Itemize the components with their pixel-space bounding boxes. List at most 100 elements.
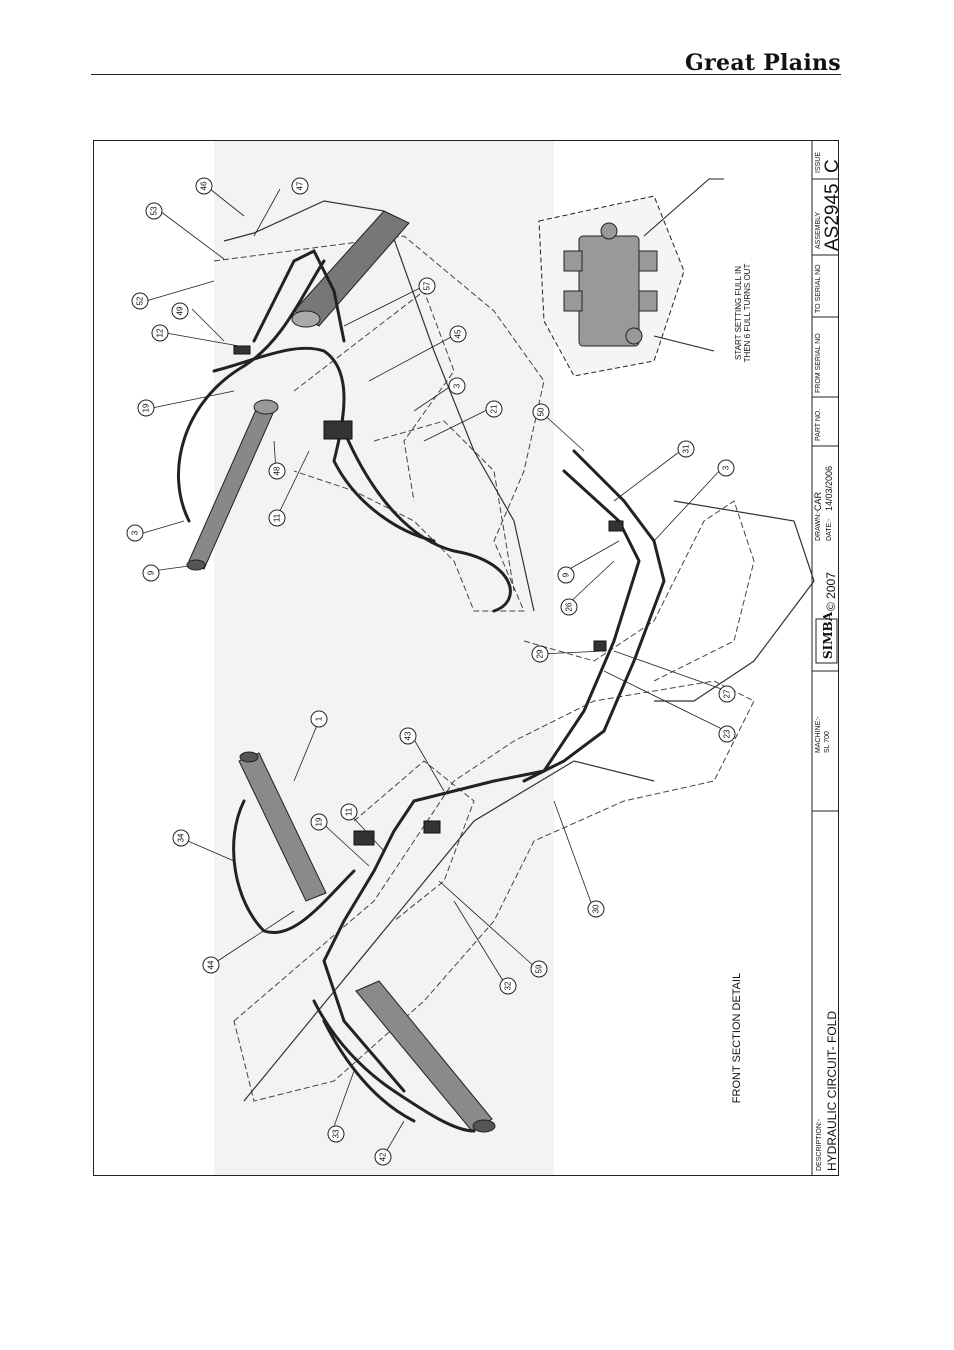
- svg-text:31: 31: [682, 444, 691, 453]
- svg-text:50: 50: [537, 407, 546, 416]
- brand-logo: Great Plains: [685, 50, 841, 76]
- svg-text:SIMBA: SIMBA: [821, 611, 835, 659]
- from-serial-label: FROM SERIAL NO: [815, 333, 822, 393]
- svg-text:49: 49: [176, 306, 185, 315]
- header-rule: [91, 74, 841, 75]
- svg-text:42: 42: [379, 1152, 388, 1161]
- part-no-label: PART NO.: [815, 409, 822, 441]
- callout-19: [137, 399, 155, 417]
- callout-9b: [557, 566, 575, 584]
- callout-47: [291, 177, 309, 195]
- callout-48: [268, 462, 286, 480]
- svg-text:43: 43: [404, 731, 413, 740]
- svg-text:3: 3: [131, 530, 140, 535]
- callout-3: [448, 377, 466, 395]
- upper-tube: [291, 210, 410, 328]
- title-block: ISSUE C ASSEMBLY AS2945 TO SERIAL NO FRO…: [811, 141, 839, 1175]
- callout-12: [151, 324, 169, 342]
- svg-text:26: 26: [565, 602, 574, 611]
- callout-layer: 46 47 53 52 49 12 19 57 45 3 21 50 31 3 …: [126, 177, 752, 1166]
- callout-26: [560, 598, 578, 616]
- svg-text:34: 34: [177, 833, 186, 842]
- callout-11: [268, 509, 286, 527]
- callout-23: [718, 725, 736, 743]
- svg-text:57: 57: [423, 281, 432, 290]
- assembly-label: ASSEMBLY: [815, 211, 822, 249]
- upper-cylinder: [186, 399, 279, 571]
- date-value: 14/03/2006: [824, 466, 834, 511]
- callout-53: [145, 202, 163, 220]
- callout-27: [718, 685, 736, 703]
- callout-30: [587, 900, 605, 918]
- svg-text:9: 9: [562, 572, 571, 577]
- drawn-value: CAR: [813, 491, 823, 511]
- callout-50: [532, 403, 550, 421]
- simba-logo: SIMBA: [815, 611, 838, 664]
- callout-34: [172, 829, 190, 847]
- issue-value: C: [822, 159, 839, 173]
- callout-57: [418, 277, 436, 295]
- hydraulic-drawing: [139, 141, 815, 1175]
- callout-43: [399, 727, 417, 745]
- callout-45: [449, 325, 467, 343]
- description-value: HYDRAULIC CIRCUIT- FOLD: [825, 1011, 839, 1171]
- svg-text:47: 47: [296, 181, 305, 190]
- callout-52: [131, 292, 149, 310]
- svg-text:1: 1: [315, 716, 324, 721]
- svg-text:11: 11: [273, 513, 282, 522]
- svg-text:23: 23: [723, 729, 732, 738]
- svg-text:21: 21: [490, 404, 499, 413]
- svg-text:29: 29: [536, 649, 545, 658]
- callout-9: [142, 564, 160, 582]
- svg-text:45: 45: [454, 329, 463, 338]
- svg-text:52: 52: [136, 296, 145, 305]
- callout-44: [202, 956, 220, 974]
- assembly-value: AS2945: [822, 183, 839, 251]
- svg-text:12: 12: [156, 328, 165, 337]
- callout-32: [499, 977, 517, 995]
- callout-33: [327, 1125, 345, 1143]
- callout-29: [531, 645, 549, 663]
- issue-label: ISSUE: [815, 152, 822, 173]
- svg-text:59: 59: [535, 964, 544, 973]
- callout-19b: [310, 813, 328, 831]
- machine-value: SL 700: [824, 731, 831, 753]
- svg-text:9: 9: [147, 570, 156, 575]
- copyright: © 2007: [824, 572, 838, 611]
- svg-text:53: 53: [150, 206, 159, 215]
- svg-text:27: 27: [723, 689, 732, 698]
- callout-59: [530, 960, 548, 978]
- callout-3b: [717, 459, 735, 477]
- svg-text:32: 32: [504, 981, 513, 990]
- inset-note-line1: START SETTING FULL IN: [734, 266, 743, 360]
- svg-text:19: 19: [142, 403, 151, 412]
- to-serial-label: TO SERIAL NO: [815, 264, 822, 313]
- svg-text:46: 46: [200, 181, 209, 190]
- svg-text:44: 44: [207, 960, 216, 969]
- callout-49: [171, 302, 189, 320]
- drawn-label: DRAWN:-: [815, 510, 822, 541]
- callout-31: [677, 440, 695, 458]
- callout-1: [310, 710, 328, 728]
- callout-42: [374, 1148, 392, 1166]
- drawing-sheet: 46 47 53 52 49 12 19 57 45 3 21 50 31 3 …: [93, 140, 839, 1176]
- callout-3c: [126, 524, 144, 542]
- callout-21: [485, 400, 503, 418]
- machine-label: MACHINE:-: [815, 716, 822, 753]
- callout-46: [195, 177, 213, 195]
- svg-text:19: 19: [315, 817, 324, 826]
- svg-text:3: 3: [722, 465, 731, 470]
- valve-inset: [538, 178, 724, 377]
- svg-text:3: 3: [453, 383, 462, 388]
- svg-text:30: 30: [592, 904, 601, 913]
- svg-text:33: 33: [332, 1129, 341, 1138]
- svg-text:11: 11: [345, 807, 354, 816]
- description-label: DESCRIPTION:-: [816, 1118, 823, 1171]
- callout-11b: [340, 803, 358, 821]
- inset-note-line2: THEN 6 FULL TURNS OUT: [743, 264, 752, 363]
- view-label: FRONT SECTION DETAIL: [731, 973, 743, 1103]
- hoses: [177, 248, 666, 1133]
- lower-cylinders: [238, 751, 496, 1133]
- date-label: DATE:-: [826, 518, 833, 541]
- svg-text:48: 48: [273, 466, 282, 475]
